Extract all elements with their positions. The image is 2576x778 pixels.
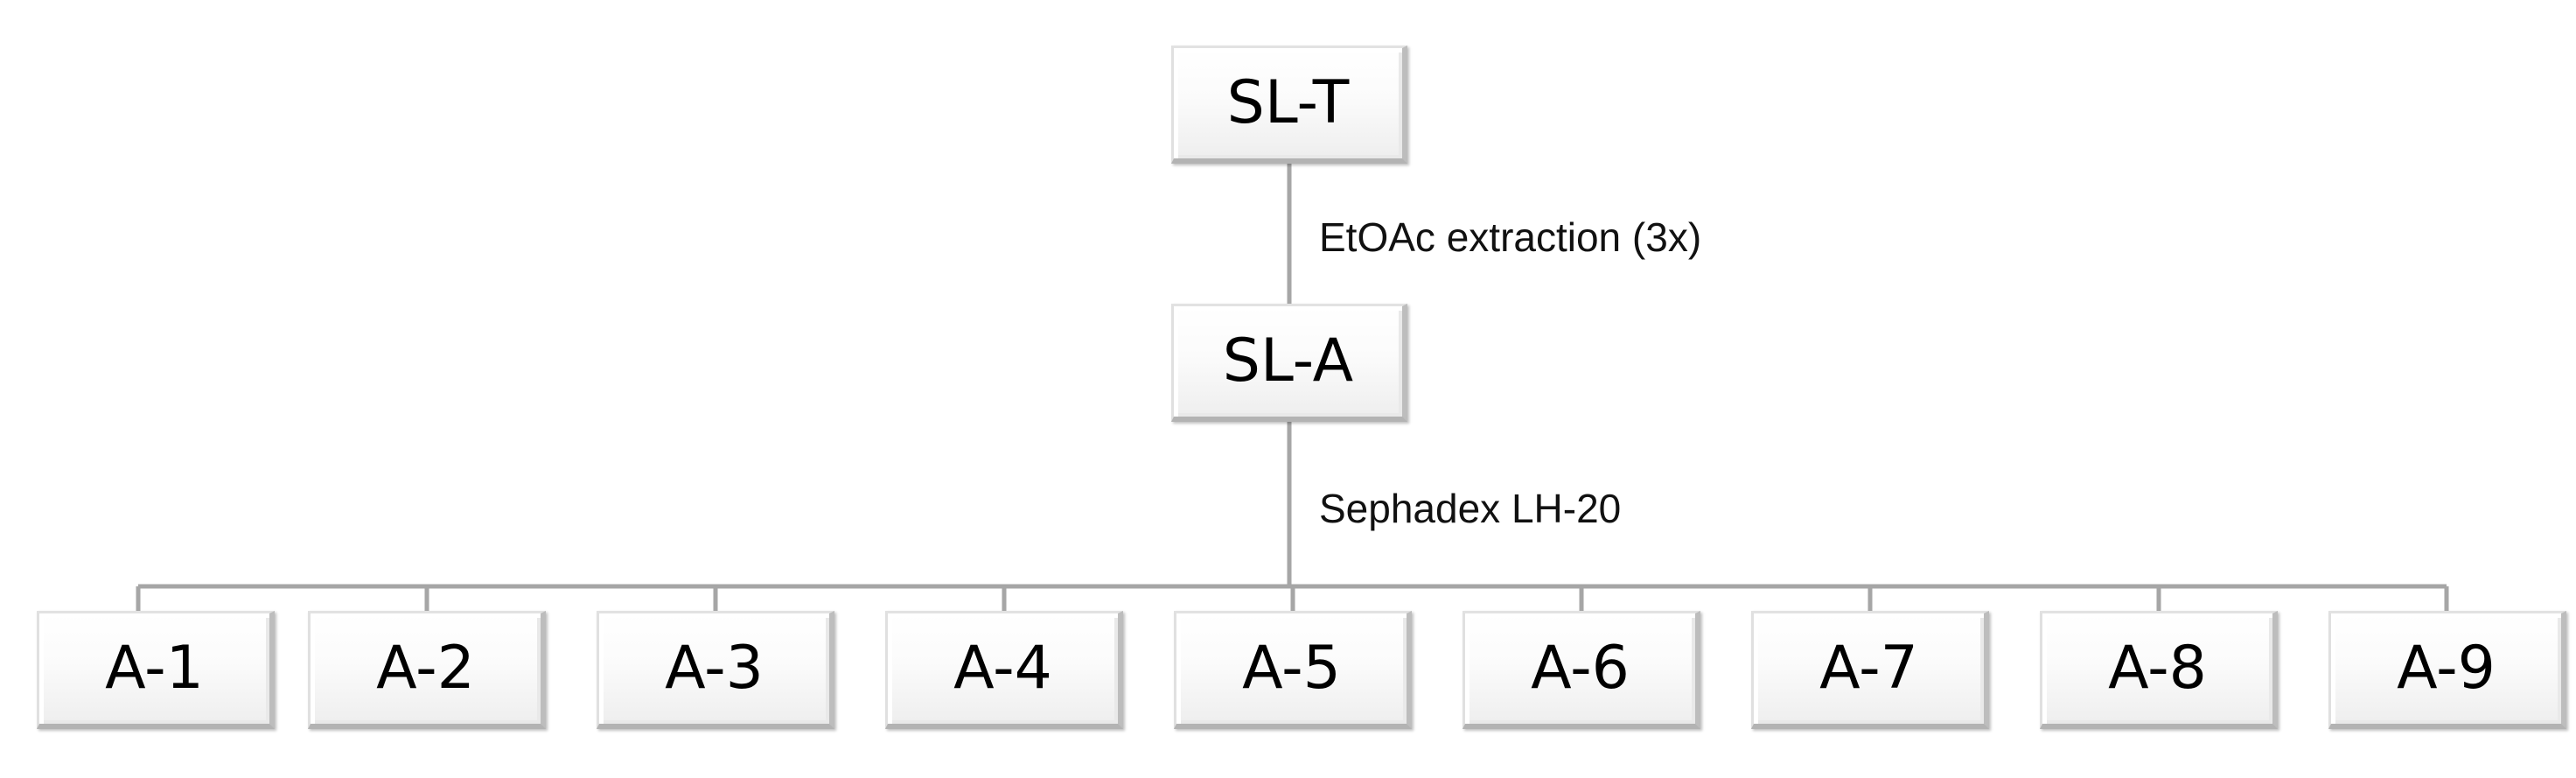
node-a-5-label: A-5 xyxy=(1242,634,1341,703)
node-a-7-label: A-7 xyxy=(1819,634,1918,703)
node-sl-t: SL-T xyxy=(1171,46,1407,164)
node-a-2: A-2 xyxy=(308,611,546,729)
node-a-8: A-8 xyxy=(2040,611,2278,729)
node-sl-a-label: SL-A xyxy=(1222,326,1354,396)
node-a-3-label: A-3 xyxy=(665,634,764,703)
node-sl-a: SL-A xyxy=(1171,304,1407,422)
node-a-2-label: A-2 xyxy=(376,634,475,703)
node-sl-t-label: SL-T xyxy=(1226,68,1350,137)
node-a-6: A-6 xyxy=(1463,611,1700,729)
node-a-7: A-7 xyxy=(1751,611,1989,729)
node-a-4: A-4 xyxy=(885,611,1123,729)
node-a-9: A-9 xyxy=(2328,611,2566,729)
node-a-1: A-1 xyxy=(37,611,275,729)
node-a-5: A-5 xyxy=(1174,611,1412,729)
node-a-8-label: A-8 xyxy=(2108,634,2207,703)
node-a-1-label: A-1 xyxy=(105,634,204,703)
edge-label-sephadex: Sephadex LH-20 xyxy=(1319,486,1622,531)
node-a-9-label: A-9 xyxy=(2397,634,2496,703)
node-a-3: A-3 xyxy=(597,611,834,729)
node-a-4-label: A-4 xyxy=(953,634,1052,703)
edge-label-extraction: EtOAc extraction (3x) xyxy=(1319,214,1702,260)
node-a-6-label: A-6 xyxy=(1531,634,1630,703)
